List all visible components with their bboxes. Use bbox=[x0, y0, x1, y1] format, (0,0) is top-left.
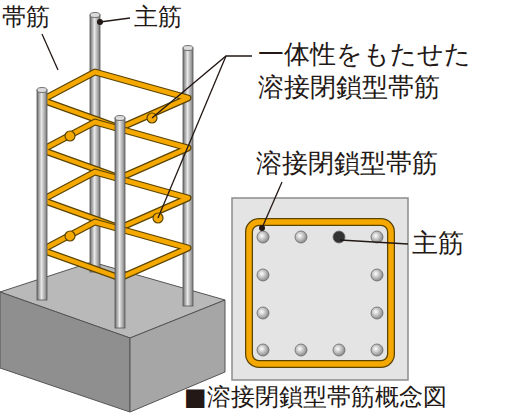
part-label: 溶接閉鎖型帯筋 bbox=[256, 147, 438, 180]
rebar-cage bbox=[37, 13, 193, 329]
cross-section bbox=[232, 198, 408, 380]
callout-label: 一体性をもたせた 溶接閉鎖型帯筋 bbox=[258, 38, 490, 103]
part-label: 主筋 bbox=[134, 2, 182, 32]
caption: ■溶接閉鎖型帯筋概念図 bbox=[184, 382, 447, 412]
part-label: 主筋 bbox=[412, 227, 464, 260]
part-label: 帯筋 bbox=[2, 2, 50, 32]
